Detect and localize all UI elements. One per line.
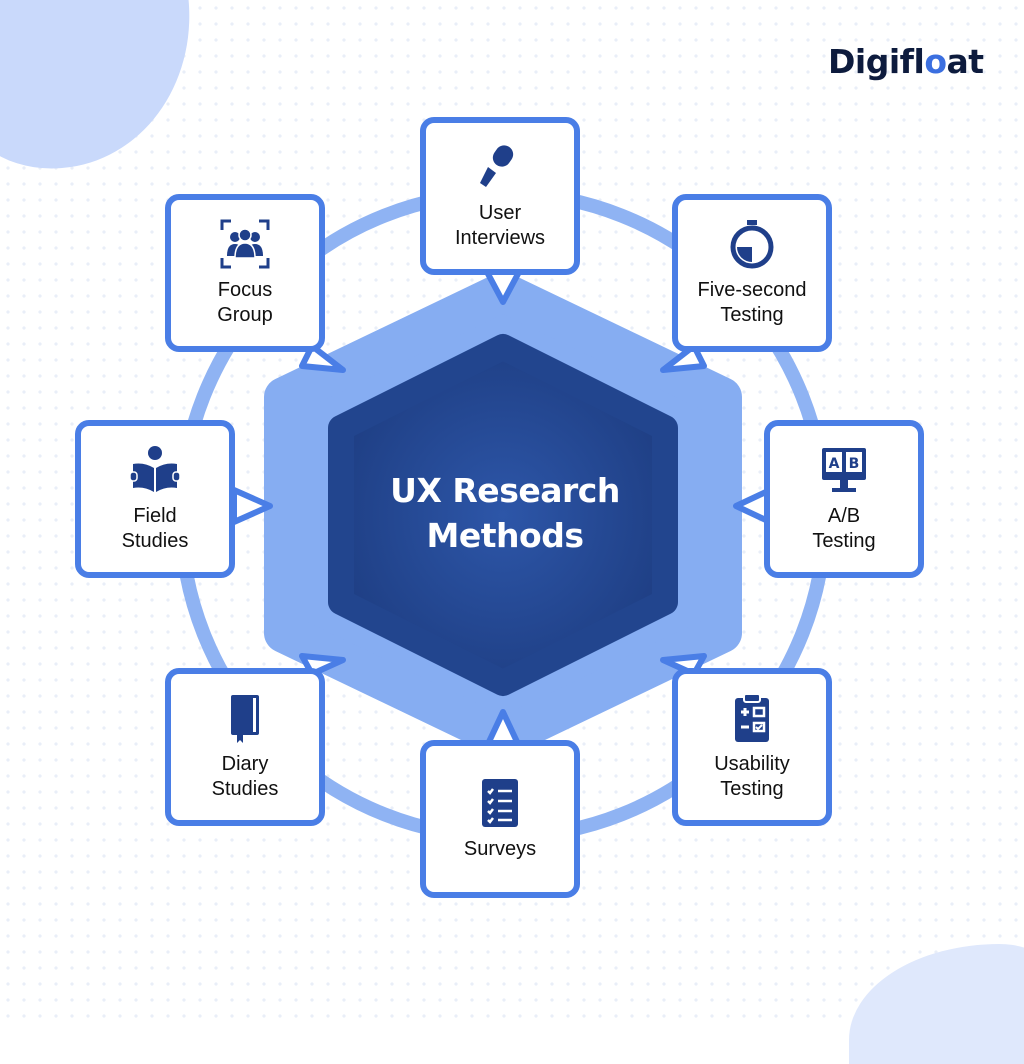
method-label: Usability Testing [714,753,790,800]
ab-monitor-icon: A B [822,448,866,492]
method-card-field-studies: Field Studies [75,420,235,578]
method-label: Field Studies [121,505,189,552]
method-label: User Interviews [454,202,546,249]
method-card-diary-studies: Diary Studies [165,668,325,826]
focus-group-icon [220,219,270,269]
method-card-ab-testing: A B A/B Testing [764,420,924,578]
method-card-surveys: Surveys [420,740,580,898]
microphone-icon [480,145,514,187]
center-title-line-1: UX Research [390,471,620,510]
svg-text:A: A [829,456,840,472]
method-label: Five-second Testing [697,279,807,326]
stopwatch-icon [730,220,774,269]
tail-five-second-testing [660,343,707,373]
brand-logo: Digifloat [828,42,984,81]
method-label: Surveys [463,837,537,860]
method-card-five-second-testing: Five-second Testing [672,194,832,352]
tail-focus-group [299,343,346,373]
diary-book-icon [231,695,259,743]
method-label: A/B Testing [812,505,876,552]
method-card-usability-testing: Usability Testing [672,668,832,826]
method-label: Focus Group [217,279,273,326]
center-title: UX Research Methods [345,468,665,558]
hexagon-inner [328,334,678,696]
method-label: Diary Studies [211,753,279,800]
method-card-user-interviews: User Interviews [420,117,580,275]
svg-text:B: B [849,456,860,472]
survey-list-icon [482,778,518,827]
center-title-line-2: Methods [426,516,584,555]
speech-tails [231,269,773,749]
reading-person-icon [129,446,181,492]
clipboard-checklist-icon [735,693,769,742]
method-card-focus-group: Focus Group [165,194,325,352]
